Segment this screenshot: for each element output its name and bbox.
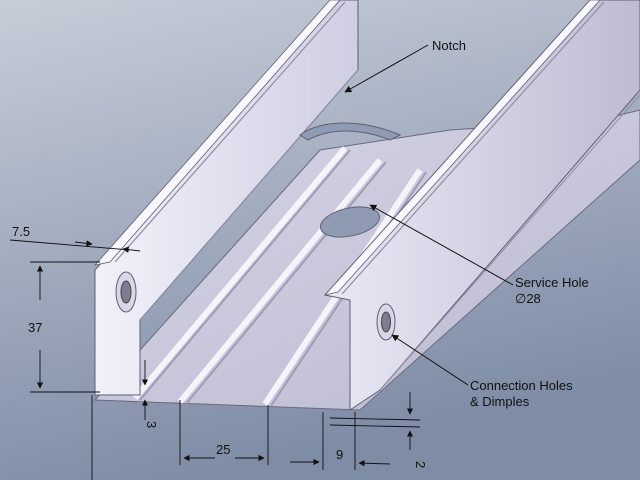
service-hole	[320, 206, 380, 238]
connection-label-line1: Connection Holes	[470, 378, 573, 393]
dim-edge-offset: 9	[336, 447, 343, 462]
right-flange	[323, 0, 640, 411]
dim-flange-lip: 7.5	[12, 224, 30, 239]
dim-rib-depth: 3	[144, 421, 159, 428]
dim-height: 37	[28, 320, 42, 335]
dim-base-thickness: 2	[413, 461, 428, 468]
notch-label: Notch	[432, 38, 466, 53]
left-flange	[93, 0, 359, 396]
dimension-lines	[9, 239, 421, 480]
service-hole-size: ∅28	[515, 291, 541, 306]
service-hole-label: Service Hole	[515, 275, 589, 290]
connection-hole-left	[115, 271, 137, 313]
connection-hole-right	[376, 303, 396, 341]
callout-leaders	[344, 44, 514, 386]
dim-rib-pitch: 25	[216, 442, 230, 457]
connection-label-line2: & Dimples	[470, 394, 530, 409]
notch-cut	[299, 122, 402, 141]
